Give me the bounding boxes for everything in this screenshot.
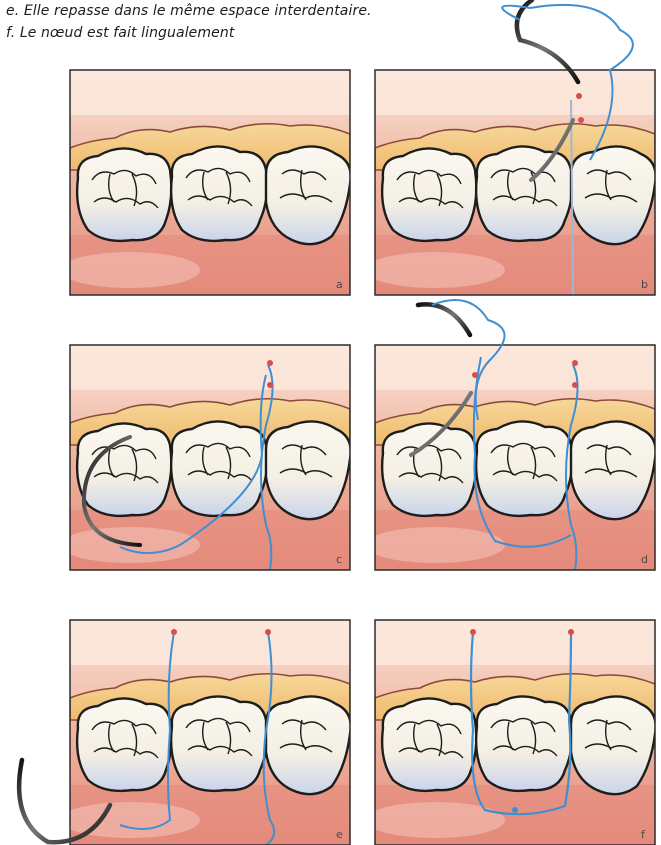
panel-label-e: e [336,828,343,841]
panel-f: f [365,620,656,845]
panel-c: c [60,345,351,570]
panel-d: d [365,345,656,570]
panel-a: a [60,70,351,295]
panel-e: e [60,620,351,845]
panel-label-c: c [336,553,342,566]
panel-label-a: a [336,278,343,291]
panel-label-b: b [641,278,648,291]
panel-label-d: d [641,553,648,566]
